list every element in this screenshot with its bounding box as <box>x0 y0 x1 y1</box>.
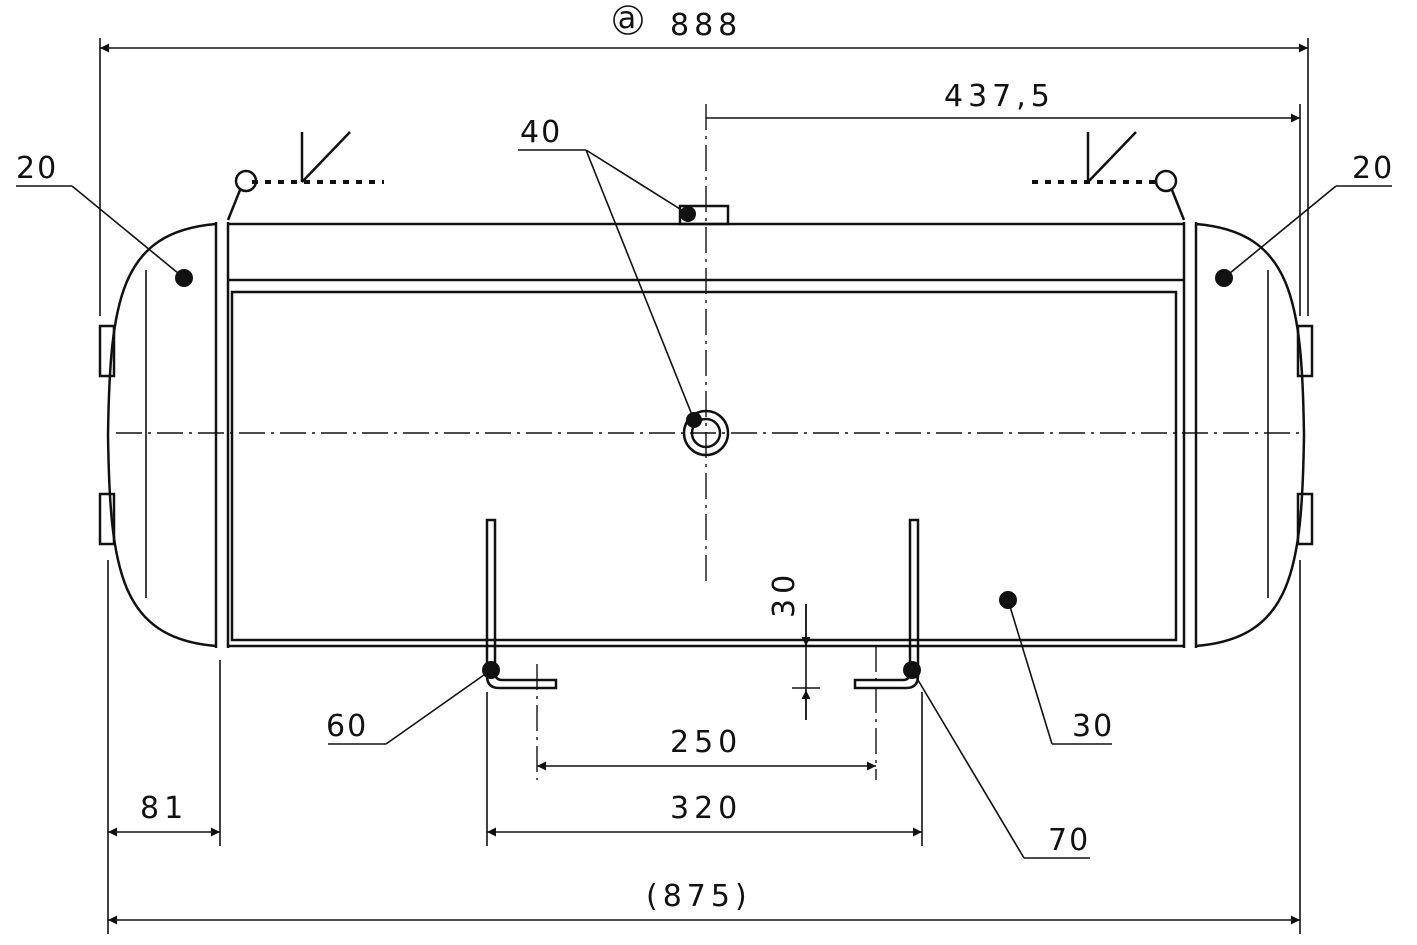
dim-foot-inner: 250 <box>670 725 742 760</box>
lifting-eyes <box>226 131 1186 221</box>
shell-panel <box>230 290 1178 642</box>
dim-half-length: 437,5 <box>944 79 1055 114</box>
callout-dot-shell <box>999 591 1017 609</box>
dim-foot-outer: 320 <box>670 791 742 826</box>
right-boss-top <box>1296 324 1314 378</box>
callout-head-left: 20 <box>16 151 58 186</box>
top-nozzle <box>678 204 730 226</box>
right-lifting-eye <box>1154 169 1178 193</box>
dimension-texts: a 888 437,5 81 (875) 250 320 30 <box>140 1 1055 914</box>
circle-marker-letter: a <box>618 1 638 36</box>
center-lines <box>116 104 1300 780</box>
dim-head-length: 81 <box>140 791 188 826</box>
callout-dot-head-left <box>175 269 193 287</box>
left-boss-bottom <box>98 492 116 546</box>
right-head <box>1195 222 1306 648</box>
left-boss-top <box>98 324 116 378</box>
dim-foot-height: 30 <box>767 570 802 618</box>
callout-dot-foot-right <box>903 661 921 679</box>
dim-overall-length: 888 <box>670 8 742 43</box>
callout-leaders <box>16 149 1392 859</box>
callout-foot-left: 60 <box>326 709 368 744</box>
right-boss-bottom <box>1296 492 1314 546</box>
callout-shell: 30 <box>1072 709 1114 744</box>
tank-outline <box>98 204 1314 648</box>
dim-body-length: (875) <box>646 879 752 914</box>
left-foot <box>485 518 558 690</box>
callout-nozzle: 40 <box>520 115 562 150</box>
dimension-lines <box>100 43 1308 925</box>
callout-texts: 20 20 40 30 60 70 <box>16 115 1394 858</box>
callout-foot-right: 70 <box>1048 823 1090 858</box>
callout-dot-nozzle-top <box>680 206 696 222</box>
circle-marker <box>613 5 643 35</box>
left-head <box>106 222 217 648</box>
callout-dot-head-right <box>1215 269 1233 287</box>
extension-lines <box>99 38 1309 934</box>
mounting-feet <box>485 518 920 690</box>
callout-head-right: 20 <box>1352 151 1394 186</box>
callout-dot-nozzle-center <box>686 412 702 428</box>
callout-dot-foot-left <box>482 661 500 679</box>
